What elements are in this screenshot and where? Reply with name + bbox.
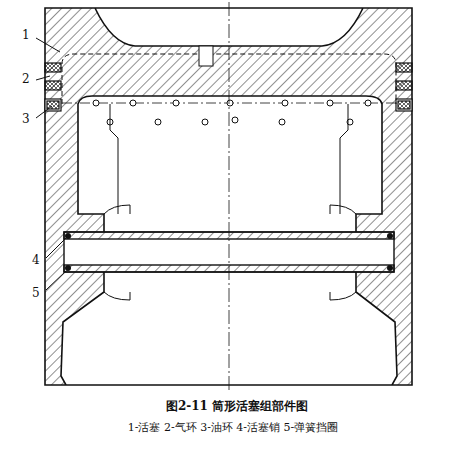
callout-number: 1 [22, 29, 30, 42]
oil-holes [93, 100, 371, 125]
callout-number: 4 [32, 254, 40, 267]
leader-lines [36, 38, 66, 290]
center-line [229, 2, 230, 392]
callout-number: 2 [22, 73, 30, 86]
piston-body [45, 8, 412, 385]
callout-number: 3 [22, 113, 30, 126]
center-hole [199, 46, 213, 66]
figure-caption: 图2-11 筒形活塞组部件图 [166, 400, 308, 413]
parts-list: 1-活塞 2-气环 3-油环 4-活塞销 5-弹簧挡圈 [128, 422, 339, 434]
piston-rings [45, 63, 412, 111]
callout-number: 5 [32, 287, 40, 300]
